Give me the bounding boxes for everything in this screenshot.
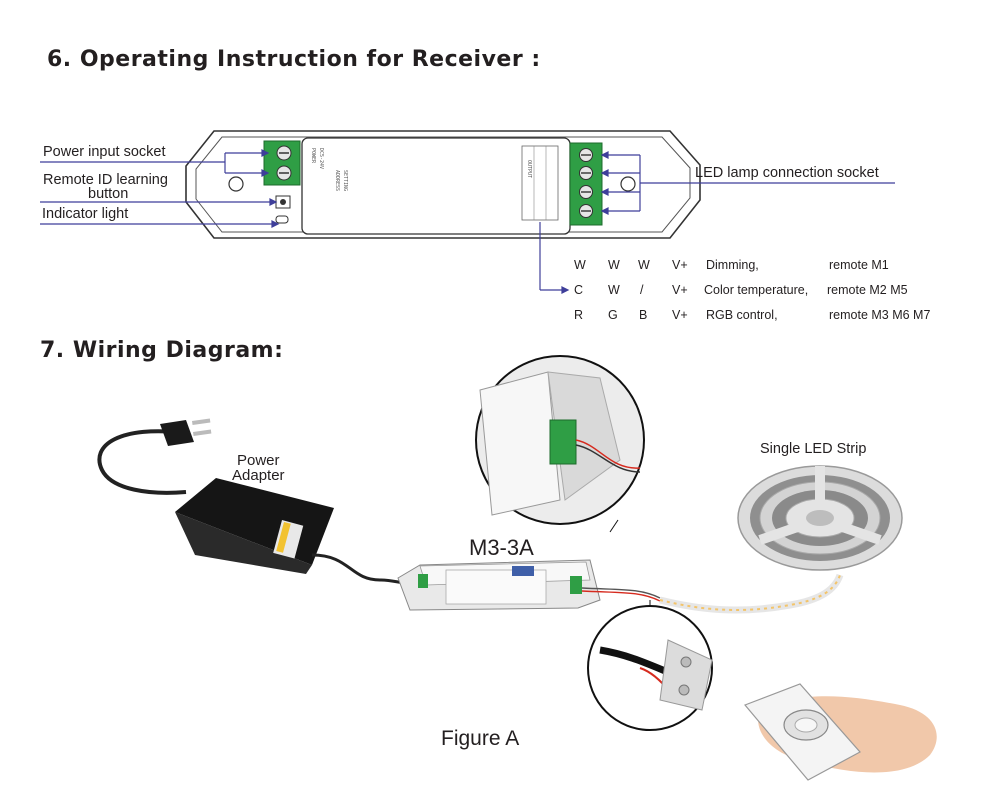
mode-function: RGB control, (706, 308, 778, 322)
mode-cell: R (574, 308, 584, 322)
mount-hole-left (228, 176, 244, 192)
mode-cell: B (639, 308, 648, 322)
output-letter-grid (521, 145, 559, 221)
power-input-label: Power input socket (43, 144, 166, 160)
mode-cell: W (608, 258, 620, 272)
section6-title: 6. Operating Instruction for Receiver : (47, 47, 541, 72)
mode-cell: G (608, 308, 618, 322)
plug-cable (97, 429, 187, 495)
mode-cell: V+ (672, 283, 688, 297)
plug-icon (160, 418, 212, 446)
mode-remote: remote M3 M6 M7 (829, 308, 931, 322)
power-adapter-label-line1: Power (237, 452, 280, 469)
svg-text:ADDRESS: ADDRESS (334, 170, 340, 191)
mode-cell: / (640, 283, 644, 297)
led-socket-label: LED lamp connection socket (695, 165, 879, 181)
indicator-light (275, 215, 289, 224)
led-strip-reel-icon (737, 465, 903, 571)
indicator-label: Indicator light (42, 206, 129, 222)
power-adapter-label-line2: Adapter (232, 467, 285, 484)
led-output-connector (569, 142, 603, 226)
mode-remote: remote M1 (829, 258, 889, 272)
mode-cell: V+ (672, 258, 688, 272)
mode-function: Color temperature, (704, 283, 809, 297)
mode-cell: C (574, 283, 584, 297)
mode-cell: W (638, 258, 650, 272)
mode-cell: W (608, 283, 620, 297)
mode-cell: W (574, 258, 586, 272)
led-strip-tail (659, 573, 844, 614)
remote-id-label-line2: button (88, 186, 129, 202)
svg-text:SETTING: SETTING (342, 170, 348, 191)
mount-hole-right (620, 176, 636, 192)
mode-cell: V+ (672, 308, 688, 322)
strip-zoom-bottom (587, 600, 713, 731)
output-wire (581, 587, 661, 599)
mode-remote: remote M2 M5 (827, 283, 908, 297)
led-strip-label: Single LED Strip (760, 441, 867, 457)
connector-zoom-top (475, 355, 645, 533)
svg-text:OUTPUT: OUTPUT (526, 160, 532, 178)
figure-caption: Figure A (441, 727, 520, 750)
mode-function: Dimming, (706, 258, 759, 272)
svg-text:DC5-24V: DC5-24V (318, 148, 324, 169)
remote-control-hand-icon (743, 683, 937, 781)
controller-icon (397, 559, 601, 611)
svg-text:POWER: POWER (310, 148, 316, 164)
section7-title: 7. Wiring Diagram: (40, 338, 284, 363)
controller-model-label: M3-3A (469, 535, 534, 560)
remote-id-label-line1: Remote ID learning (43, 172, 168, 188)
power-input-connector (263, 140, 301, 186)
power-adapter-icon (175, 478, 334, 574)
